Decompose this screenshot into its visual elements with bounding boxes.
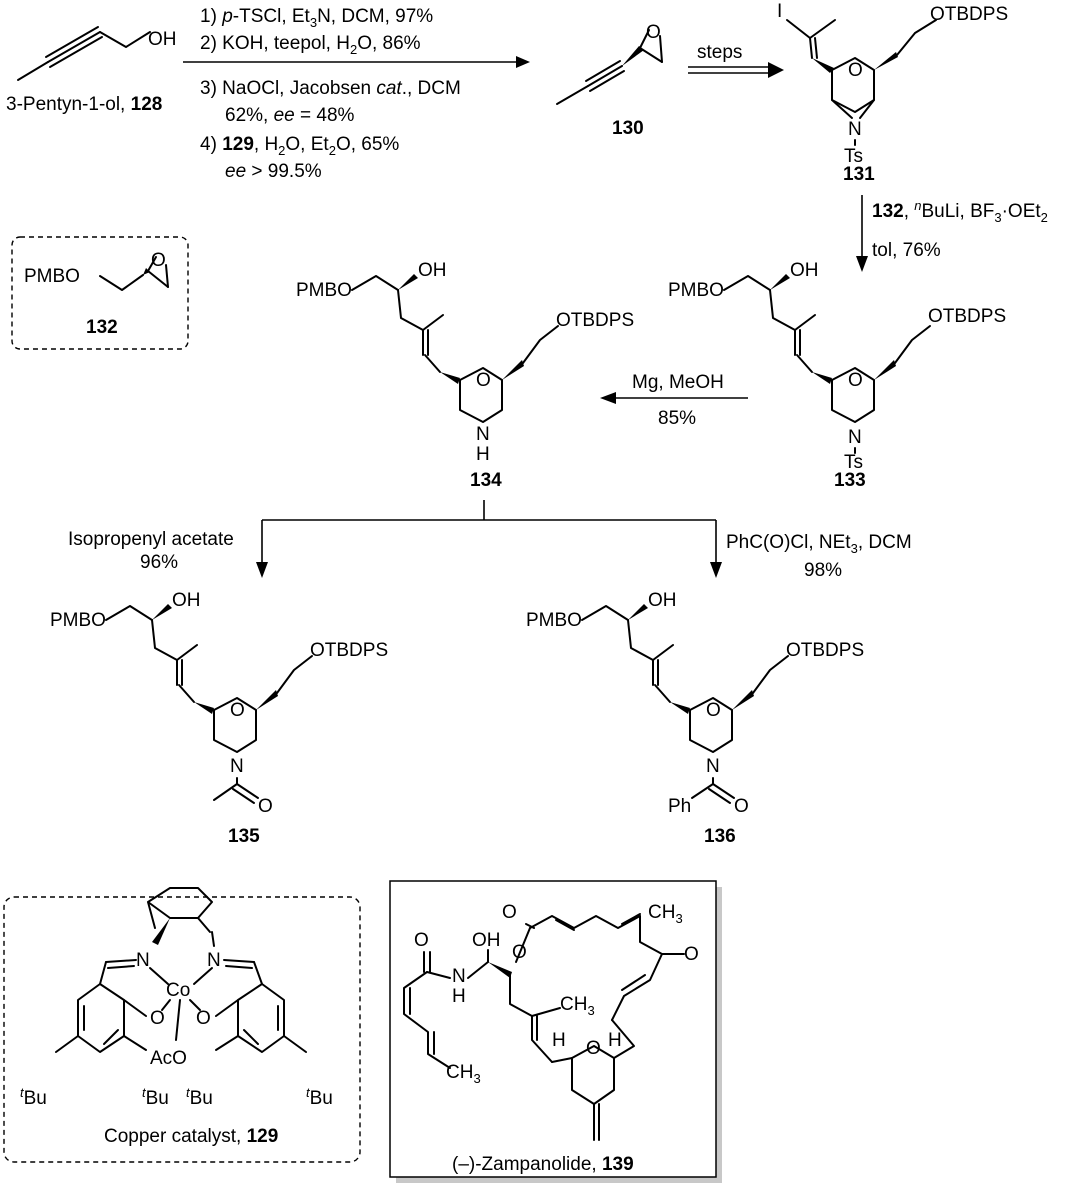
svg-text:tBu: tBu [186, 1085, 213, 1109]
svg-text:H: H [608, 1030, 622, 1051]
compound-129-box: N N Co O O AcO tBu tBu [3, 887, 361, 1163]
svg-text:PMBO: PMBO [50, 610, 106, 631]
svg-text:O: O [706, 700, 721, 721]
svg-text:Co: Co [166, 980, 190, 1001]
svg-text:tBu: tBu [142, 1085, 169, 1109]
svg-text:3) NaOCl, Jacobsen cat., DCM: 3) NaOCl, Jacobsen cat., DCM [200, 78, 461, 99]
svg-text:PMBO: PMBO [668, 280, 724, 301]
step6-line2: 98% [804, 560, 842, 581]
svg-text:steps: steps [697, 42, 742, 63]
svg-text:O: O [734, 796, 749, 817]
svg-text:OTBDPS: OTBDPS [310, 640, 388, 661]
svg-text:Mg, MeOH: Mg, MeOH [632, 372, 724, 393]
c130-number: 130 [612, 118, 644, 139]
c139-ch3-terminal: CH3 [446, 1062, 481, 1086]
compound-136: PMBO OH O N O Ph OTBDPS 136 [526, 590, 864, 847]
svg-text:PMBO: PMBO [296, 280, 352, 301]
svg-text:tBu: tBu [20, 1085, 47, 1109]
svg-text:N: N [136, 950, 150, 971]
svg-text:OH: OH [472, 930, 501, 951]
svg-text:N: N [476, 424, 490, 445]
compound-130: O 130 [556, 22, 663, 139]
svg-text:O: O [196, 1008, 211, 1029]
svg-text:O: O [414, 930, 429, 951]
step5-line1: Isopropenyl acetate [68, 529, 234, 550]
svg-text:N: N [706, 756, 720, 777]
svg-text:OTBDPS: OTBDPS [786, 640, 864, 661]
compound-132-box: PMBO O 132 [11, 236, 189, 350]
compound-135: PMBO OH O N O OTBDPS 135 [50, 590, 388, 847]
svg-text:O: O [586, 1038, 601, 1059]
svg-text:OH: OH [172, 590, 201, 611]
compound-131: I O N Ts OTBDPS 131 [777, 1, 1008, 185]
svg-text:O: O [848, 370, 863, 391]
svg-text:O: O [684, 944, 699, 965]
svg-text:O: O [848, 60, 863, 81]
svg-text:O: O [258, 796, 273, 817]
svg-text:I: I [777, 1, 782, 22]
svg-text:tBu: tBu [306, 1085, 333, 1109]
svg-text:O: O [150, 1008, 165, 1029]
step6-line1: PhC(O)Cl, NEt3, DCM [726, 532, 912, 556]
c129-caption: Copper catalyst, 129 [104, 1126, 278, 1147]
c134-number: 134 [470, 470, 502, 491]
c128-oh-label: OH [148, 29, 177, 50]
svg-text:OH: OH [790, 260, 819, 281]
svg-text:ee > 99.5%: ee > 99.5% [225, 161, 322, 182]
step5-line2: 96% [140, 552, 178, 573]
svg-text:Ts: Ts [844, 452, 863, 473]
svg-text:OTBDPS: OTBDPS [930, 4, 1008, 25]
c128-caption: 3-Pentyn-1-ol, 128 [6, 94, 162, 115]
svg-text:O: O [476, 370, 491, 391]
step4-conditions: Mg, MeOH 85% [600, 372, 748, 429]
svg-text:OTBDPS: OTBDPS [556, 310, 634, 331]
c139-ch3-mid: CH3 [560, 994, 595, 1018]
compound-139-box: O CH3 N H OH O O CH3 O CH3 H H O [389, 880, 722, 1183]
svg-text:N: N [230, 756, 244, 777]
svg-text:O: O [230, 700, 245, 721]
svg-text:O: O [646, 22, 661, 43]
c131-number: 131 [843, 164, 875, 185]
svg-text:Ts: Ts [844, 146, 863, 167]
compound-133: PMBO OH O N Ts OTBDPS 133 [668, 260, 1006, 491]
compound-128: OH 3-Pentyn-1-ol, 128 [6, 26, 177, 115]
svg-text:H: H [552, 1030, 566, 1051]
svg-text:2) KOH, teepol, H2O, 86%: 2) KOH, teepol, H2O, 86% [200, 33, 421, 57]
svg-text:1) p-TSCl, Et3N, DCM, 97%: 1) p-TSCl, Et3N, DCM, 97% [200, 6, 433, 30]
step3-conditions: 132, nBuLi, BF3·OEt2 tol, 76% [856, 195, 1048, 272]
svg-text:N: N [848, 427, 862, 448]
compound-134: PMBO OH O N H OTBDPS 134 [296, 260, 634, 491]
branch-arrows: Isopropenyl acetate 96% PhC(O)Cl, NEt3, … [68, 500, 912, 581]
c136-number: 136 [704, 826, 736, 847]
c139-ch3-top: CH3 [648, 902, 683, 926]
svg-text:AcO: AcO [150, 1048, 187, 1069]
svg-text:N: N [207, 950, 221, 971]
svg-text:OTBDPS: OTBDPS [928, 306, 1006, 327]
step1-conditions: 1) p-TSCl, Et3N, DCM, 97% 2) KOH, teepol… [183, 6, 530, 182]
svg-text:62%, ee = 48%: 62%, ee = 48% [225, 105, 355, 126]
svg-text:N: N [848, 119, 862, 140]
svg-text:OH: OH [418, 260, 447, 281]
c139-caption: (–)-Zampanolide, 139 [452, 1154, 634, 1175]
svg-text:OH: OH [648, 590, 677, 611]
step2-conditions: steps [688, 42, 784, 78]
svg-text:O: O [502, 902, 517, 923]
svg-text:N: N [452, 966, 466, 987]
svg-text:tol, 76%: tol, 76% [872, 240, 941, 261]
c135-number: 135 [228, 826, 260, 847]
c132-number: 132 [86, 317, 118, 338]
svg-text:H: H [452, 986, 466, 1007]
c133-number: 133 [834, 470, 866, 491]
svg-text:H: H [476, 444, 490, 465]
svg-text:PMBO: PMBO [24, 266, 80, 287]
svg-text:4) 129, H2O, Et2O, 65%: 4) 129, H2O, Et2O, 65% [200, 134, 399, 158]
svg-text:132, nBuLi, BF3·OEt2: 132, nBuLi, BF3·OEt2 [872, 198, 1048, 225]
svg-text:85%: 85% [658, 408, 696, 429]
svg-text:Ph: Ph [668, 796, 691, 817]
svg-text:O: O [151, 250, 166, 271]
svg-text:PMBO: PMBO [526, 610, 582, 631]
